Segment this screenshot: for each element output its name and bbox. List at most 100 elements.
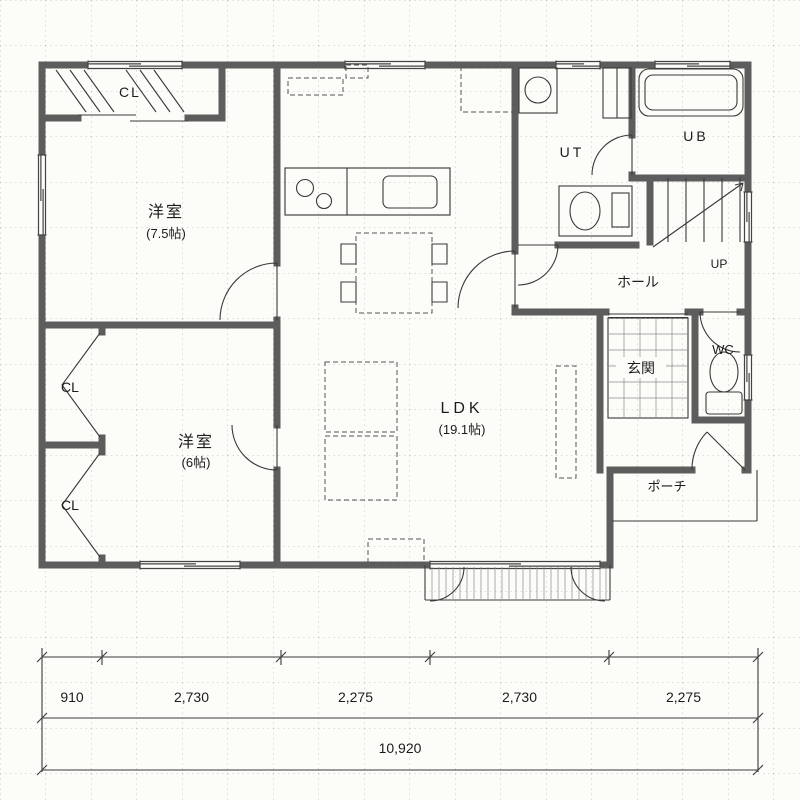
window-closet-top bbox=[87, 60, 183, 70]
kitchen-counter bbox=[284, 167, 451, 216]
dining-table-dashed bbox=[355, 232, 433, 314]
porch bbox=[612, 470, 758, 522]
dim-total: 10,920 bbox=[379, 740, 422, 756]
dim-segment-3: 2,275 bbox=[338, 689, 373, 705]
door-bedroom6 bbox=[231, 424, 278, 471]
window-gap bbox=[743, 355, 753, 400]
cabinet-bottom-dashed bbox=[367, 538, 425, 564]
vanity-basin bbox=[569, 191, 601, 231]
dim-segment-1: 910 bbox=[60, 689, 84, 705]
door-hall-ldk bbox=[457, 250, 516, 309]
window-kitchen-top bbox=[344, 60, 426, 70]
vanity-unit bbox=[558, 185, 633, 237]
doors bbox=[61, 114, 746, 558]
label-ldk: LDK bbox=[440, 400, 483, 417]
window-gap bbox=[88, 60, 182, 70]
window-ldk-sliding-bottom bbox=[429, 560, 601, 570]
label-bedroom6-size: (6帖) bbox=[182, 455, 211, 470]
counter-outline bbox=[284, 167, 451, 216]
interior-walls bbox=[38, 61, 752, 569]
door-bedroom75 bbox=[219, 262, 278, 321]
window-bedroom75-left bbox=[37, 154, 47, 236]
door-front-entrance bbox=[691, 431, 746, 471]
bathtub-inner bbox=[644, 74, 738, 111]
window-gap bbox=[37, 155, 47, 235]
window-ub-top bbox=[654, 60, 731, 70]
dimension-ticks-bottom bbox=[36, 764, 764, 776]
vanity-side bbox=[611, 192, 630, 228]
window-ut-top bbox=[555, 60, 601, 70]
label-closet-mid: CL bbox=[61, 379, 79, 395]
window-gap bbox=[430, 560, 600, 570]
label-porch: ポーチ bbox=[647, 479, 686, 494]
window-wc-right bbox=[743, 354, 753, 401]
label-entrance: 玄関 bbox=[627, 360, 655, 376]
door-wc bbox=[699, 311, 741, 353]
label-closet-top: CL bbox=[119, 84, 141, 100]
window-gap bbox=[655, 60, 730, 70]
refrigerator-dashed bbox=[460, 66, 515, 113]
window-lines bbox=[139, 560, 241, 570]
window-gap bbox=[743, 192, 753, 242]
living-table-dashed bbox=[324, 435, 398, 501]
label-wc: WC bbox=[712, 342, 734, 357]
stove-burner bbox=[315, 192, 333, 210]
fixtures bbox=[55, 64, 758, 602]
closet-top-sliding-door bbox=[78, 114, 188, 122]
label-ut: UT bbox=[560, 144, 585, 160]
stair-direction-line bbox=[652, 182, 744, 248]
utility-room-fixtures bbox=[518, 67, 633, 237]
stairs bbox=[652, 178, 744, 248]
closet-top-hanger-marks bbox=[55, 69, 185, 113]
label-bedroom75-size: (7.5帖) bbox=[146, 226, 186, 241]
deck-planks bbox=[431, 567, 607, 599]
label-bedroom75: 洋室 bbox=[148, 203, 184, 221]
stove-burner bbox=[295, 178, 315, 198]
dim-segment-5: 2,275 bbox=[666, 689, 701, 705]
genkan-tile-frame bbox=[607, 317, 689, 419]
range-hood-dashed bbox=[287, 77, 344, 96]
label-ldk-size: (19.1帖) bbox=[439, 422, 486, 437]
label-stairs-up: UP bbox=[711, 257, 728, 271]
window-stairs-right bbox=[743, 191, 753, 243]
window-lines bbox=[37, 154, 47, 236]
bathtub-outer bbox=[638, 68, 744, 117]
wood-deck bbox=[424, 565, 611, 602]
dim-segment-2: 2,730 bbox=[174, 689, 209, 705]
washing-machine bbox=[518, 67, 558, 114]
door-hall-ut bbox=[517, 244, 559, 286]
door-ut-ub bbox=[591, 134, 633, 176]
toilet bbox=[705, 351, 743, 415]
stair-treads bbox=[667, 178, 741, 242]
label-ub: UB bbox=[683, 128, 708, 144]
dimension-lines: 910 2,730 2,275 2,730 2,275 10,920 bbox=[36, 648, 764, 776]
window-bedroom6-bottom bbox=[139, 560, 241, 570]
cupboard-dashed bbox=[345, 64, 369, 79]
tv-board-dashed bbox=[555, 365, 577, 479]
washing-machine-drum bbox=[524, 76, 552, 104]
sofa-dashed bbox=[324, 361, 398, 433]
dimension-ticks-top bbox=[36, 651, 764, 663]
label-hall: ホール bbox=[617, 274, 659, 290]
deck-door-swings bbox=[429, 566, 606, 602]
label-closet-low: CL bbox=[61, 497, 79, 513]
window-lines bbox=[87, 60, 183, 70]
unit-bath-fixtures bbox=[638, 68, 744, 117]
toilet-bowl bbox=[709, 351, 739, 393]
dim-segment-4: 2,730 bbox=[502, 689, 537, 705]
windows bbox=[37, 60, 753, 570]
porch-outline bbox=[612, 470, 758, 522]
window-lines bbox=[429, 560, 601, 570]
dimension-ticks-middle bbox=[36, 712, 764, 724]
dining-chairs bbox=[340, 243, 448, 303]
closet-mid-folding-door bbox=[61, 332, 101, 438]
label-entrance-backing bbox=[616, 357, 666, 378]
window-lines bbox=[743, 191, 753, 243]
kitchen-sink bbox=[382, 175, 438, 209]
room-labels: CL 洋室 (7.5帖) CL CL 洋室 (6帖) LDK (19.1帖) U… bbox=[61, 84, 734, 513]
window-lines bbox=[743, 354, 753, 401]
closet-low-folding-door bbox=[61, 452, 101, 558]
